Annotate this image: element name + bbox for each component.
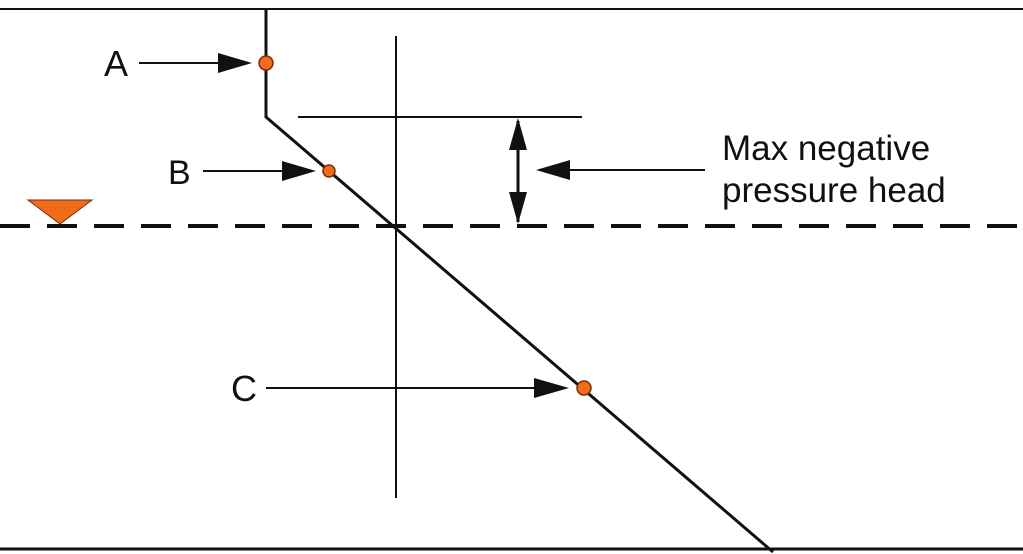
point-a-arrow-head: [218, 53, 252, 73]
point-b-arrow-head: [282, 161, 316, 181]
point-a-label: A: [104, 43, 128, 84]
dimension-arrow-head-top: [509, 118, 527, 150]
point-b-marker: [322, 164, 336, 178]
point-c-label: C: [231, 368, 257, 409]
point-c-arrow-head: [534, 378, 569, 398]
annotation-arrow-head: [536, 160, 570, 180]
point-a-marker: [258, 55, 274, 71]
annotation-label-line2: pressure head: [722, 171, 946, 210]
pressure-profile-line: [264, 9, 774, 554]
annotation-label-line1: Max negative: [722, 129, 930, 168]
dimension-arrow-head-bottom: [509, 192, 527, 224]
point-b-label: B: [168, 154, 191, 192]
point-c-marker: [576, 380, 592, 396]
water-table-icon: [26, 199, 94, 225]
